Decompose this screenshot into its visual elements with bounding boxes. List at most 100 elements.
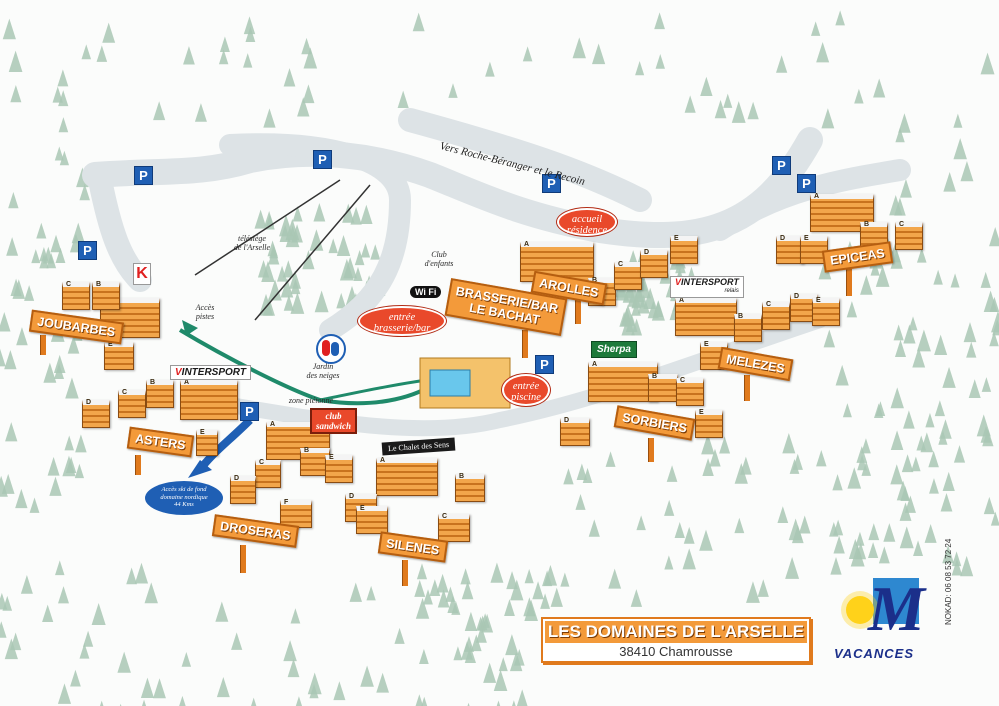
tree-icon xyxy=(898,113,911,133)
tree-icon xyxy=(591,43,606,65)
jardin-line-2: des neiges xyxy=(306,371,340,380)
tree-icon xyxy=(908,316,918,331)
tree-icon xyxy=(916,435,927,451)
tree-icon xyxy=(460,568,471,585)
bubble-entree-piscine: entrée piscine xyxy=(502,374,550,406)
label-acces-pistes: Accès pistes xyxy=(188,303,222,321)
residence-building: E xyxy=(670,235,698,264)
intersport-v-mark: V xyxy=(175,367,182,378)
tree-icon xyxy=(140,677,154,699)
tree-icon xyxy=(951,558,963,576)
tree-icon xyxy=(70,669,81,687)
building-letter: C xyxy=(899,221,905,228)
residence-building: E xyxy=(325,454,353,483)
tree-icon xyxy=(821,108,835,129)
tree-icon xyxy=(6,237,19,256)
building-letter: B xyxy=(864,221,870,228)
tree-icon xyxy=(57,69,69,87)
residence-building: C xyxy=(438,513,470,542)
tree-icon xyxy=(74,463,85,479)
tree-icon xyxy=(929,478,939,494)
tree-icon xyxy=(429,579,441,597)
residence-building: D xyxy=(776,235,804,264)
credit-text: NOKAD: 06 08 53 72 24 xyxy=(944,538,953,625)
tree-icon xyxy=(215,601,229,622)
intersport-relais-v-mark: V xyxy=(675,277,682,287)
tree-icon xyxy=(303,47,318,69)
tree-icon xyxy=(572,37,586,59)
building-letter: D xyxy=(86,399,92,406)
residence-building: E xyxy=(196,429,218,456)
residence-building: D xyxy=(560,417,590,446)
tree-icon xyxy=(522,46,533,62)
tree-icon xyxy=(867,542,879,559)
tree-icon xyxy=(942,366,956,388)
tree-icon xyxy=(0,348,6,367)
tree-icon xyxy=(2,18,16,40)
acces-pistes-line-2: pistes xyxy=(195,312,215,321)
tree-icon xyxy=(283,640,297,662)
residence-building: E xyxy=(812,297,840,326)
tree-icon xyxy=(496,700,501,706)
tree-icon xyxy=(960,555,974,577)
tree-icon xyxy=(58,117,69,133)
tree-icon xyxy=(890,387,904,409)
tree-icon xyxy=(268,279,282,301)
tree-icon xyxy=(354,250,365,266)
building-letter: A xyxy=(592,361,598,368)
tree-icon xyxy=(29,497,40,513)
tree-icon xyxy=(816,449,827,467)
tree-icon xyxy=(582,467,593,483)
tree-icon xyxy=(1,473,15,494)
residence-building: E xyxy=(104,341,134,370)
ski-access-arrow xyxy=(182,320,198,336)
tree-icon xyxy=(916,247,927,263)
tree-icon xyxy=(10,84,22,103)
tree-icon xyxy=(292,206,303,222)
tree-icon xyxy=(412,12,425,32)
chairlift-cable-2 xyxy=(254,184,371,321)
tree-icon xyxy=(960,161,974,182)
sign-post-joubarbes xyxy=(40,335,46,355)
tree-icon xyxy=(10,632,22,651)
tree-icon xyxy=(506,571,518,590)
ski-access-path xyxy=(178,328,442,406)
tree-icon xyxy=(942,471,955,492)
club-sandwich-sign: club sandwich xyxy=(310,408,358,434)
tree-icon xyxy=(833,535,845,554)
tree-icon xyxy=(119,703,122,706)
residence-building: D xyxy=(82,399,110,428)
tree-icon xyxy=(532,581,544,600)
tree-icon xyxy=(91,602,106,625)
building-letter: E xyxy=(704,341,709,348)
tree-icon xyxy=(878,546,890,564)
label-jardin-neiges: Jardin des neiges xyxy=(296,362,350,380)
tree-icon xyxy=(263,108,276,128)
tree-icon xyxy=(989,331,999,347)
building-letter: D xyxy=(794,293,800,300)
building-letter: E xyxy=(108,341,113,348)
tree-icon xyxy=(65,377,79,399)
tree-icon xyxy=(276,265,288,282)
intersport-relais-label: INTERSPORT xyxy=(681,277,739,287)
tree-icon xyxy=(15,488,28,509)
building-letter: B xyxy=(150,379,156,386)
tree-icon xyxy=(900,485,911,502)
tree-icon xyxy=(700,76,713,97)
tree-icon xyxy=(709,448,721,467)
tree-icon xyxy=(933,269,943,285)
tree-icon xyxy=(307,672,322,695)
tree-icon xyxy=(360,242,371,258)
tree-icon xyxy=(453,646,463,661)
residence-building: A xyxy=(675,297,737,336)
tree-icon xyxy=(328,238,338,254)
tree-icon xyxy=(55,247,66,263)
tree-icon xyxy=(349,582,362,602)
acces-ski-line-3: 44 Kms xyxy=(174,501,194,508)
tree-icon xyxy=(901,454,914,473)
acces-ski-line-2: domaine nordique xyxy=(160,493,208,501)
tree-icon xyxy=(5,422,18,442)
tree-icon xyxy=(683,526,695,544)
tree-icon xyxy=(39,253,49,269)
tree-icon xyxy=(423,589,433,605)
